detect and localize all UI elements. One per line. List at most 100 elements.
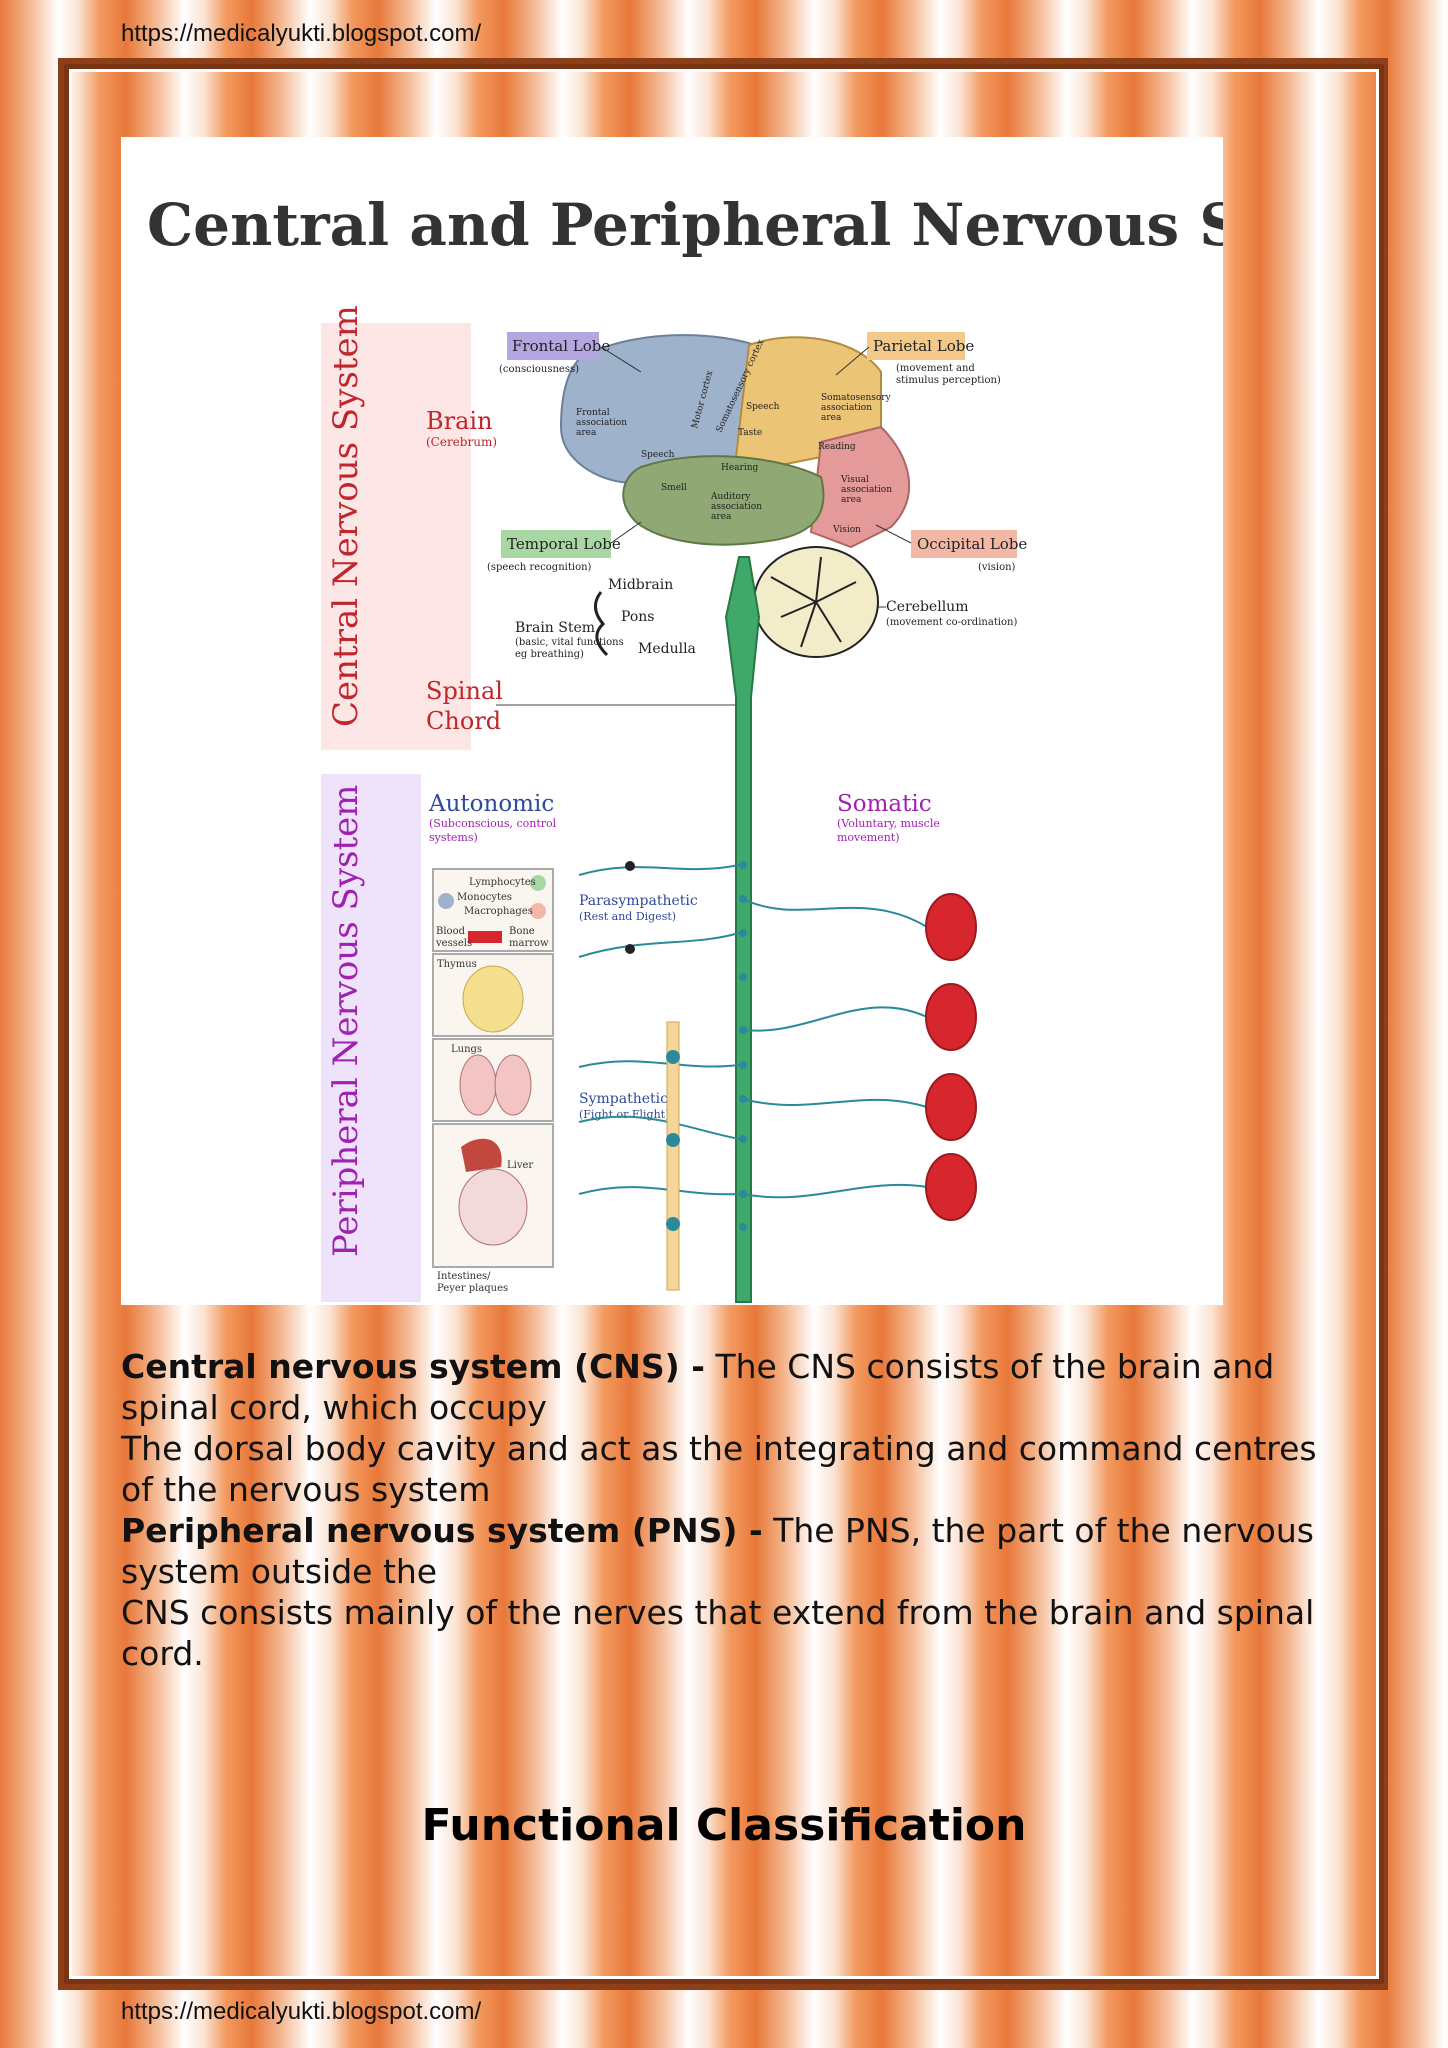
bone-label: Bone — [509, 926, 535, 937]
para-ganglion-2 — [625, 944, 635, 954]
cns-band-label: Central Nervous System — [326, 305, 366, 727]
sympathetic-ganglia — [666, 1050, 680, 1231]
frontal-assoc-1: Frontal — [576, 408, 610, 418]
somatic-note-2: movement) — [837, 831, 900, 844]
autonomic-note-2: systems) — [429, 831, 478, 844]
pns-paragraph-2: CNS consists mainly of the nerves that e… — [121, 1593, 1315, 1673]
lymphocyte-icon — [530, 875, 546, 891]
parietal-note-2: stimulus perception) — [896, 375, 1001, 386]
pns-term: Peripheral nervous system (PNS) - — [121, 1511, 763, 1550]
somatic-nerves — [742, 898, 928, 1199]
para-ganglion-1 — [625, 861, 635, 871]
thymus-label: Thymus — [437, 959, 477, 970]
visual-1: Visual — [840, 475, 869, 485]
temporal-lobe-box — [501, 530, 611, 558]
taste-label: Taste — [738, 428, 762, 438]
temporal-lobe-label: Temporal Lobe — [507, 535, 621, 553]
pns-paragraph: Peripheral nervous system (PNS) - The PN… — [121, 1510, 1341, 1592]
left-lung-icon — [459, 1054, 497, 1116]
frontal-assoc-3: area — [576, 428, 597, 438]
intestines-label-2: Peyer plaques — [437, 1283, 508, 1294]
smell-label: Smell — [661, 483, 687, 493]
temporal-lobe-region — [622, 455, 825, 546]
somatic-label: Somatic — [837, 791, 932, 817]
soma-assoc-3: area — [821, 413, 842, 423]
spinal-label-2: Chord — [426, 707, 501, 735]
muscle-icons — [925, 893, 977, 1221]
lymphocytes-label: Lymphocytes — [469, 877, 536, 888]
soma-assoc-1: Somatosensory — [821, 393, 892, 403]
parietal-lobe-label: Parietal Lobe — [873, 337, 974, 355]
page-frame-inner — [64, 64, 1384, 1984]
intestines-icon — [458, 1168, 528, 1246]
cns-text: The CNS consists of the brain and spinal… — [121, 1347, 1275, 1427]
hearing-label: Hearing — [721, 463, 759, 473]
section-heading: Functional Classification — [421, 1800, 1027, 1851]
occipital-note: (vision) — [978, 562, 1016, 573]
soma-assoc-2: association — [821, 403, 872, 413]
intestines-label-1: Intestines/ — [437, 1271, 491, 1282]
visual-3: area — [841, 495, 862, 505]
lobe-leader-lines — [600, 346, 912, 544]
thymus-icon — [462, 965, 524, 1033]
diagram-title: Central and Peripheral Nervous System — [147, 191, 1223, 259]
frontal-note: (consciousness) — [499, 364, 579, 375]
monocytes-label: Monocytes — [457, 892, 512, 903]
visual-2: association — [841, 485, 892, 495]
brain-illustration — [559, 334, 911, 549]
parasympathetic-label: Parasympathetic — [579, 893, 698, 909]
autonomic-label: Autonomic — [428, 791, 554, 817]
medulla-label: Medulla — [638, 641, 696, 657]
parietal-lobe-box — [867, 332, 965, 360]
auditory-1: Auditory — [710, 492, 751, 502]
occipital-lobe-region — [809, 425, 911, 549]
blood-label: Blood — [436, 926, 466, 937]
pns-band-label: Peripheral Nervous System — [326, 784, 366, 1257]
reading-label: Reading — [818, 442, 856, 452]
brain-stem-brace — [594, 591, 609, 657]
diagram-svg: Central and Peripheral Nervous System Ce… — [147, 191, 1223, 1303]
temporal-note: (speech recognition) — [487, 562, 592, 573]
cns-paragraph-2: The dorsal body cavity and act as the in… — [121, 1429, 1317, 1509]
brain-stem-note-1: (basic, vital functions — [515, 637, 624, 648]
parietal-note-1: (movement and — [896, 363, 975, 374]
monocyte-icon — [438, 893, 454, 909]
cns-paragraph: Central nervous system (CNS) - The CNS c… — [121, 1346, 1341, 1428]
frontal-lobe-box — [507, 332, 599, 360]
cerebellum-illustration — [753, 546, 879, 658]
brain-label: Brain — [426, 407, 493, 435]
auditory-3: area — [711, 512, 732, 522]
sympathetic-label: Sympathetic — [579, 1091, 668, 1107]
vision-label: Vision — [832, 525, 861, 535]
page-frame-outer — [58, 58, 1388, 1990]
somatic-note-1: (Voluntary, muscle — [837, 817, 940, 830]
autonomic-nerves — [578, 864, 740, 1196]
pns-band — [321, 774, 421, 1302]
midbrain-label: Midbrain — [608, 577, 673, 593]
vessels-label: vessels — [435, 938, 472, 949]
pns-text: The PNS, the part of the nervous system … — [121, 1511, 1314, 1591]
nervous-system-diagram: Central and Peripheral Nervous System Ce… — [121, 137, 1223, 1305]
pons-label: Pons — [621, 609, 654, 625]
auditory-2: association — [711, 502, 762, 512]
footer-url[interactable]: https://medicalyukti.blogspot.com/ — [121, 1998, 482, 2025]
speech-label-1: Speech — [746, 402, 780, 412]
parasympathetic-note: (Rest and Digest) — [579, 910, 676, 923]
lungs-label: Lungs — [451, 1044, 482, 1055]
liver-icon — [461, 1138, 502, 1172]
header-url[interactable]: https://medicalyukti.blogspot.com/ — [121, 20, 482, 47]
frontal-assoc-2: association — [576, 418, 627, 428]
liver-label: Liver — [507, 1160, 533, 1171]
brain-stem-note-2: eg breathing) — [515, 649, 584, 660]
description-text: Central nervous system (CNS) - The CNS c… — [121, 1346, 1341, 1674]
cerebrum-label: (Cerebrum) — [426, 435, 497, 449]
macrophages-label: Macrophages — [464, 906, 533, 917]
frontal-lobe-label: Frontal Lobe — [512, 337, 610, 355]
marrow-label: marrow — [509, 938, 549, 949]
spinal-label-1: Spinal — [426, 677, 503, 705]
speech-label-2: Speech — [641, 450, 675, 460]
cerebellum-note: (movement co-ordination) — [886, 617, 1017, 628]
autonomic-note-1: (Subconscious, control — [429, 817, 557, 830]
occipital-lobe-box — [911, 530, 1017, 558]
macrophage-icon — [530, 903, 546, 919]
